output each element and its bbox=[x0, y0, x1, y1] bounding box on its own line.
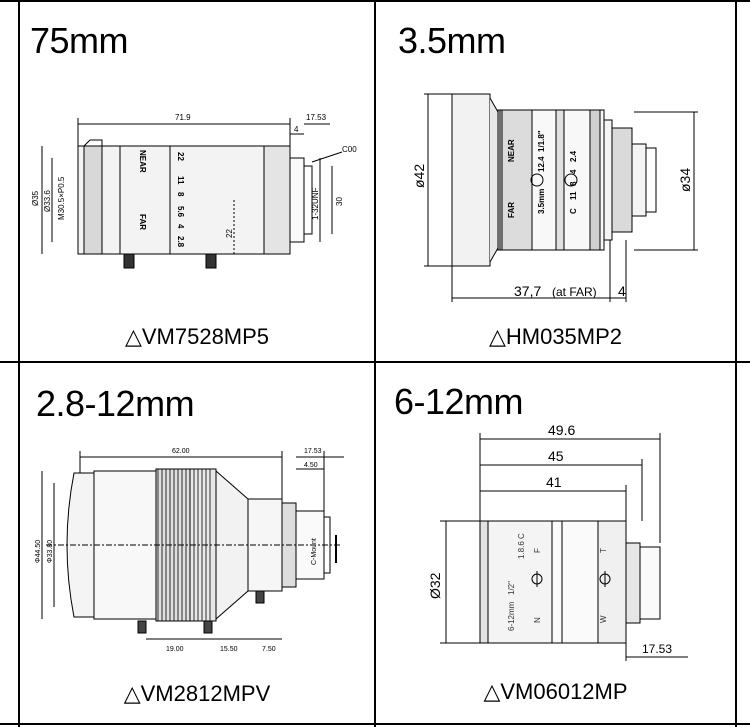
f-stop-2-8: 2.8 bbox=[176, 236, 185, 248]
ring-8: 8 bbox=[569, 181, 578, 186]
lens-title: 2.8-12mm bbox=[36, 383, 195, 424]
dim-dia-inner: Φ33.80 bbox=[47, 540, 54, 563]
dim-dia: Ø32 bbox=[427, 572, 443, 599]
lens-cell-2-8-12mm: 2.8-12mm bbox=[20, 363, 374, 723]
dim-seg-b: 15.50 bbox=[220, 646, 238, 653]
ring-wide: W bbox=[599, 615, 608, 623]
dim-d3: 41 bbox=[546, 474, 562, 490]
dim-d1: 49.6 bbox=[548, 425, 575, 438]
ring-tele: T bbox=[599, 548, 608, 553]
ring-11: 11 bbox=[569, 191, 578, 200]
dim-seg-a: 19.00 bbox=[166, 646, 184, 653]
ring-format: 1/2" bbox=[507, 581, 516, 595]
dim-dia-outer: Φ44.50 bbox=[35, 540, 42, 563]
lens-drawing-vm7528mp5: 71.9 17.53 4 C00 Ø35 Ø33.6 M30.5×P0.5 1-… bbox=[31, 113, 357, 269]
ring-near: N bbox=[533, 617, 542, 623]
ring-focal: 3.5mm bbox=[537, 189, 546, 214]
f-stop-11: 11 bbox=[176, 176, 185, 185]
grid-line-right bbox=[735, 0, 737, 727]
dim-dia-inner: Ø33.6 bbox=[43, 190, 52, 212]
dim-dia-right: ø34 bbox=[677, 168, 693, 192]
dim-flange: 4 bbox=[618, 283, 626, 299]
dim-mount-width: 4 bbox=[294, 125, 299, 134]
far-label: FAR bbox=[507, 202, 516, 218]
dim-d2: 45 bbox=[548, 448, 564, 464]
dim-seg-c: 7.50 bbox=[262, 646, 276, 653]
lens-model-caption: △VM7528MP5 bbox=[124, 324, 270, 349]
lens-drawing-vm2812mpv: 62.00 17.53 4.50 Φ44.50 Φ33.80 C-Mount 1… bbox=[35, 448, 344, 653]
dim-overall: 62.00 bbox=[172, 448, 190, 455]
dim-flange: 17.53 bbox=[304, 448, 322, 455]
f-stop-4: 4 bbox=[176, 224, 185, 229]
ring-label: C00 bbox=[342, 145, 357, 154]
far-label: FAR bbox=[138, 214, 147, 230]
dim-mount-width: 4.50 bbox=[304, 462, 318, 469]
lens-model-caption: △VM06012MP bbox=[483, 679, 628, 704]
ring-c: C bbox=[569, 208, 578, 214]
f-stop-8: 8 bbox=[176, 192, 185, 197]
dim-knob: 22 bbox=[225, 229, 234, 238]
dim-dia-left: ø42 bbox=[411, 164, 427, 188]
lens-cell-75mm: 75mm bbox=[20, 2, 374, 361]
lens-cell-3-5mm: 3.5mm bbox=[376, 2, 735, 361]
ring-4: 4 bbox=[569, 169, 578, 174]
ring-aperture: 1.8.6 bbox=[517, 541, 526, 559]
grid-line-center bbox=[374, 0, 376, 727]
ring-format: 1/1.8" bbox=[537, 130, 546, 152]
lens-drawing-vm06012mp: 49.6 45 41 Ø32 17.53 6-12mm 1/2" 1.8.6 C… bbox=[427, 425, 688, 661]
dim-flange: 17.53 bbox=[306, 113, 327, 122]
lens-model-caption: △VM2812MPV bbox=[123, 681, 271, 706]
ring-c: C bbox=[517, 533, 526, 539]
lens-model-caption: △HM035MP2 bbox=[488, 324, 623, 349]
dim-mount-dia: 30 bbox=[335, 197, 344, 206]
dim-thread: M30.5×P0.5 bbox=[57, 176, 66, 220]
lens-drawing-hm035mp2: ø42 ø34 37,7 (at FAR) 4 NEAR FAR 1/1.8" … bbox=[411, 93, 698, 302]
dim-flange: 17.53 bbox=[642, 642, 672, 656]
f-stop-5-6: 5.6 bbox=[176, 206, 185, 218]
lens-title: 6-12mm bbox=[394, 381, 524, 422]
lens-title: 75mm bbox=[30, 20, 129, 61]
dim-cmount: C-Mount bbox=[311, 538, 318, 565]
dim-length-note: (at FAR) bbox=[552, 285, 597, 299]
lens-cell-6-12mm: 6-12mm bbox=[376, 363, 735, 723]
dim-overall: 71.9 bbox=[175, 113, 191, 122]
grid-line-left bbox=[18, 0, 20, 727]
ring-far: F bbox=[533, 548, 542, 553]
ring-2-4: 2.4 bbox=[569, 150, 578, 162]
dim-dia-outer: Ø35 bbox=[31, 190, 40, 206]
dim-length: 37,7 bbox=[514, 283, 541, 299]
lens-title: 3.5mm bbox=[398, 20, 506, 61]
f-stop-22: 22 bbox=[176, 152, 185, 161]
dim-cmount: 1-32UNF bbox=[311, 187, 320, 220]
near-label: NEAR bbox=[138, 150, 147, 173]
near-label: NEAR bbox=[507, 139, 516, 162]
ring-focal: 6-12mm bbox=[507, 601, 516, 631]
ring-aperture: 12.4 bbox=[537, 156, 546, 172]
